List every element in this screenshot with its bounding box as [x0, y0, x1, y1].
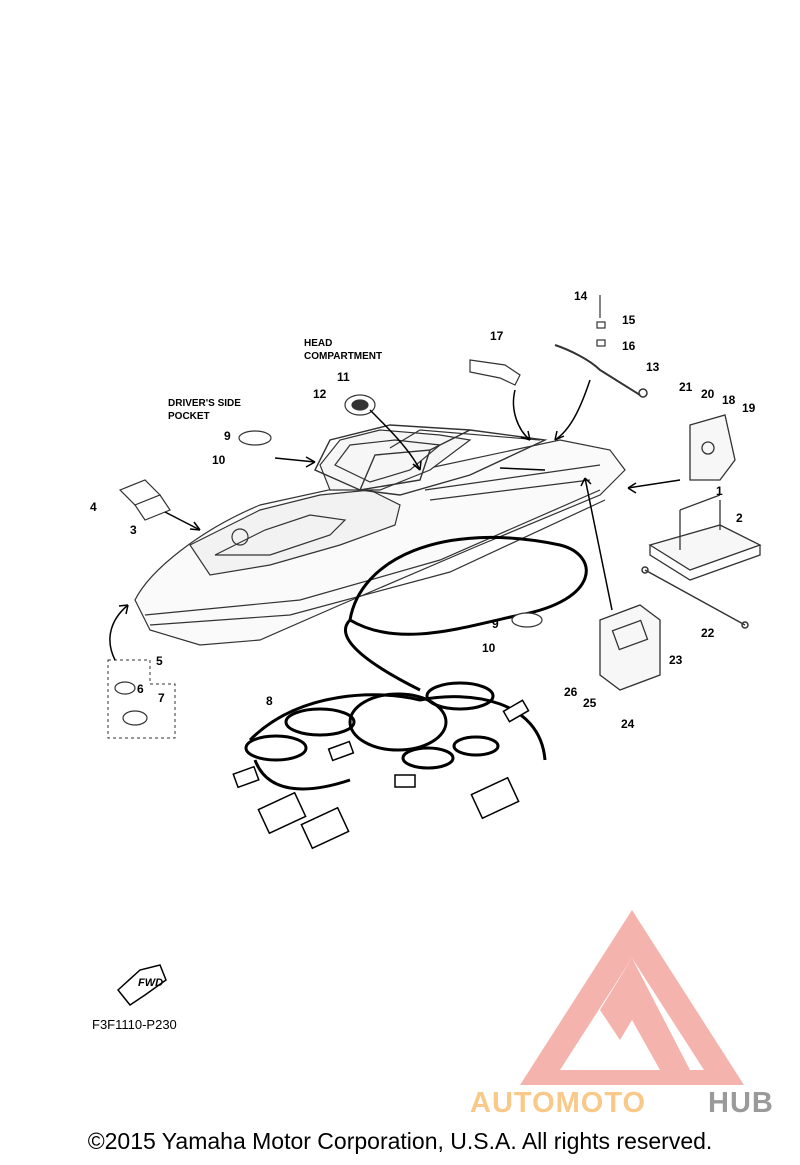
watermark-brand-auto: AUTOMOTO	[470, 1087, 646, 1119]
windshield	[314, 424, 548, 496]
callout-24: 24	[621, 717, 635, 731]
battery-box	[648, 494, 762, 581]
callout-25: 25	[583, 696, 597, 710]
watermark-logo	[520, 910, 744, 1085]
drivers-side-label-line1: DRIVER'S SIDE	[168, 398, 241, 409]
copyright-notice: ©2015 Yamaha Motor Corporation, U.S.A. A…	[87, 1128, 713, 1154]
small-parts	[114, 295, 606, 726]
callout-16: 16	[622, 339, 636, 353]
callout-17: 17	[490, 329, 504, 343]
head-compartment-label-line1: HEAD	[304, 338, 332, 349]
callout-22: 22	[701, 626, 715, 640]
connectors	[232, 699, 530, 850]
callout-5: 5	[156, 654, 163, 668]
callout-23: 23	[669, 653, 683, 667]
callout-19: 19	[742, 401, 756, 415]
wire-harness	[244, 536, 588, 791]
switch-panel	[689, 414, 736, 481]
callout-14: 14	[574, 289, 588, 303]
head-compartment-label-line2: COMPARTMENT	[304, 351, 382, 362]
drivers-side-label-line2: POCKET	[168, 411, 210, 422]
fwd-arrow	[116, 964, 167, 1007]
boat-drawing	[134, 429, 626, 646]
callout-10-bottom: 10	[482, 641, 496, 655]
detail-box	[107, 659, 176, 739]
callout-15: 15	[622, 313, 636, 327]
callout-8: 8	[266, 694, 273, 708]
callout-6: 6	[137, 682, 144, 696]
callout-18: 18	[722, 393, 736, 407]
callout-1: 1	[716, 484, 723, 498]
callout-7: 7	[158, 691, 165, 705]
callout-11: 11	[337, 370, 350, 384]
callout-9-bottom: 9	[492, 617, 499, 631]
callout-4: 4	[90, 500, 97, 514]
fwd-label: FWD	[138, 977, 163, 989]
battery-cable	[554, 344, 749, 629]
figure-code: F3F1110-P230	[92, 1017, 177, 1032]
callout-21: 21	[679, 380, 693, 394]
pointer-arrows	[109, 379, 681, 661]
watermark-brand-hub: HUB	[708, 1087, 774, 1119]
callout-3: 3	[130, 523, 137, 537]
ecu-unit	[599, 604, 661, 691]
callout-12: 12	[313, 387, 327, 401]
callout-13: 13	[646, 360, 660, 374]
callout-numbers: 1 2 3 4 5 6 7 8 9 9 10 10 11 12 13 14 15…	[90, 289, 756, 731]
callout-26: 26	[564, 685, 578, 699]
callout-2: 2	[736, 511, 743, 525]
callout-20: 20	[701, 387, 715, 401]
callout-10-top: 10	[212, 453, 226, 467]
callout-9-top: 9	[224, 429, 231, 443]
